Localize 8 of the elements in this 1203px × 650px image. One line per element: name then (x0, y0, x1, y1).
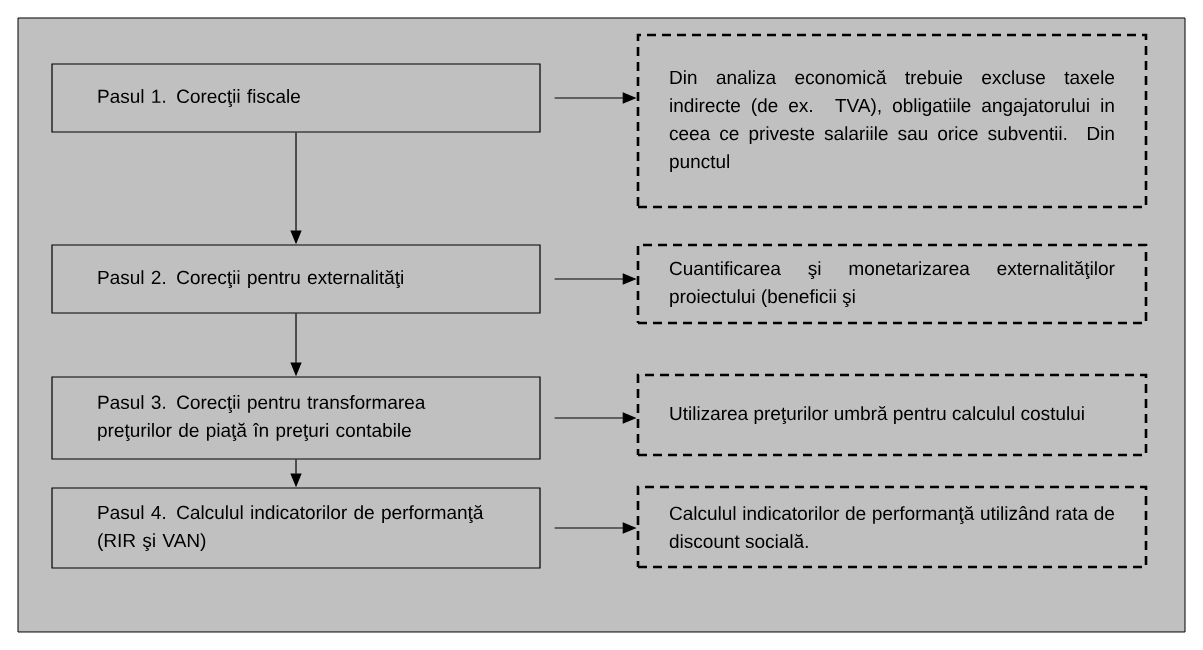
note-box: Cuantificarea şi monetarizarea externalităţilor proiectului (beneficii şi (636, 243, 1148, 325)
note-box: Utilizarea preţurilor umbră pentru calculul costului (636, 373, 1148, 457)
step-box: Pasul 4. Calculul indicatorilor de performanţă (RIR şi VAN) (51, 487, 541, 569)
note-box: Calculul indicatorilor de performanţă utilizând rata de discount socială. (636, 485, 1148, 569)
step-box: Pasul 3. Corecţii pentru transformarea preţurilor de piaţă în preţuri contabile (51, 376, 541, 460)
note-box: Din analiza economică trebuie excluse taxele indirecte (de ex. TVA), obligatiile angajatorului in ceea ce priveste salariile sau orice subventii. Din punctul (636, 33, 1148, 209)
step-box: Pasul 1. Corecţii fiscale (51, 63, 541, 133)
step-box: Pasul 2. Corecţii pentru externalităţi (51, 244, 541, 314)
